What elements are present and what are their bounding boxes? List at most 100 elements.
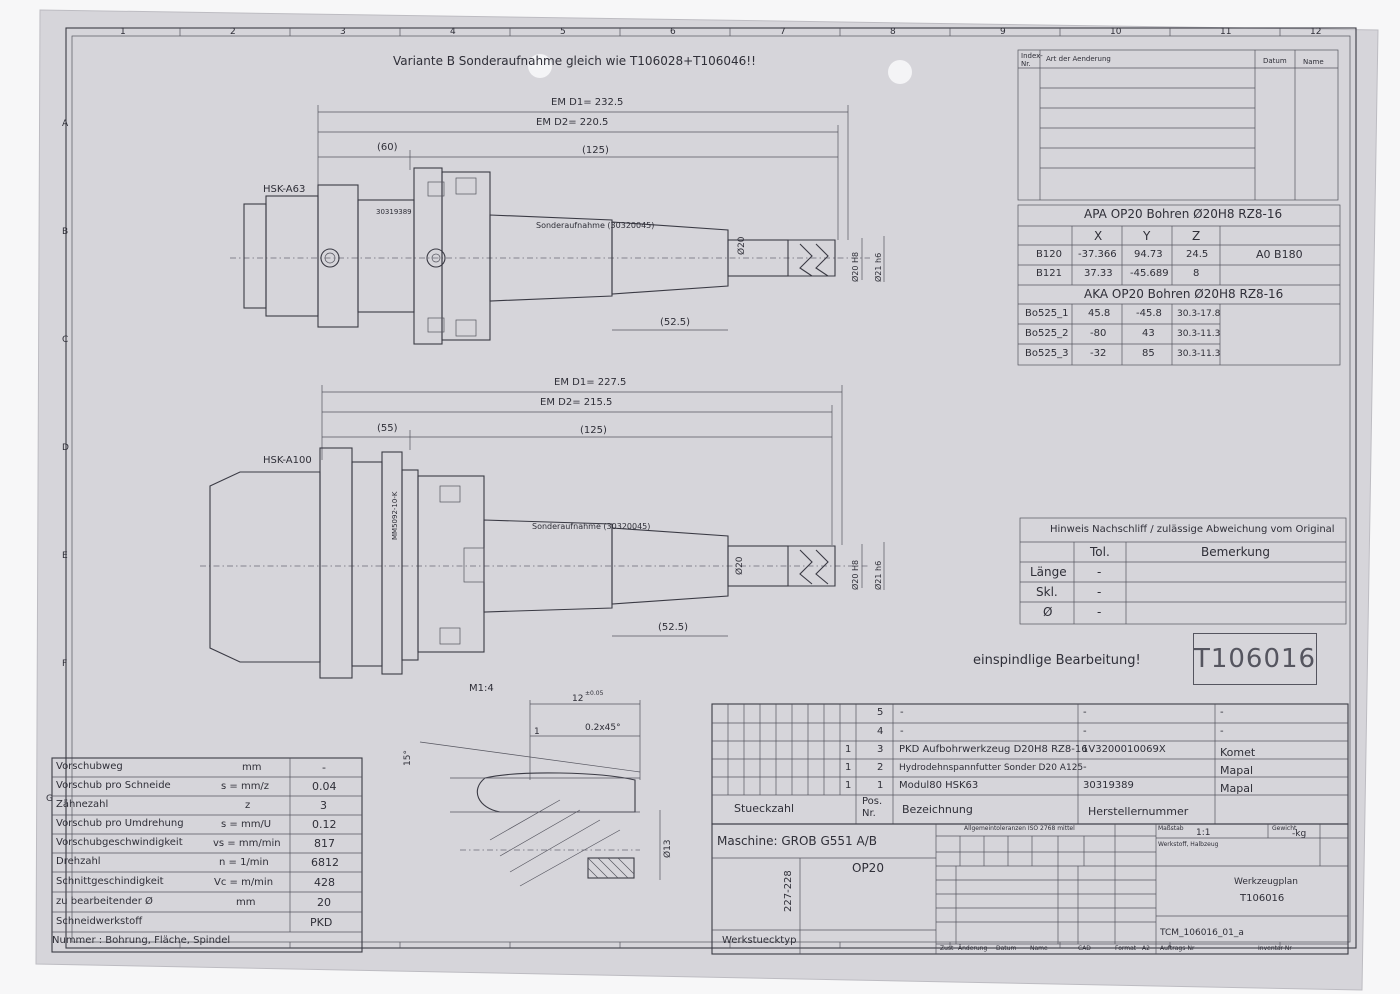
apa-row-z: 24.5 (1186, 249, 1209, 260)
bottom-label: Name (1030, 945, 1048, 952)
dimension-a: (55) (377, 423, 398, 434)
apa-row-y: 94.73 (1134, 249, 1163, 260)
parts-desc: - (900, 707, 904, 718)
bottom-label: Änderung (958, 945, 988, 952)
parts-supplier: - (1220, 707, 1224, 718)
cutting-value: 6812 (311, 856, 339, 869)
border-number: 1 (120, 27, 126, 37)
apa-header-z: Z (1192, 229, 1201, 243)
inner-frame (71, 35, 1351, 943)
bottom-label: Format (1115, 945, 1137, 952)
punch-hole (528, 54, 552, 78)
cutting-formula: n = 1/min (219, 857, 269, 868)
diameter-outer-label: Ø21 h6 (874, 560, 883, 590)
cutting-label: Nummer : Bohrung, Fläche, Spindel (52, 935, 231, 946)
apa-row-name: B120 (1036, 249, 1062, 260)
parts-mfr-no: - (1083, 726, 1087, 737)
parts-pos: 4 (877, 726, 884, 737)
cutting-label: Drehzahl (56, 856, 101, 867)
parts-supplier: Mapal (1220, 764, 1254, 777)
apa-row-name: B121 (1036, 268, 1062, 279)
border-number: 5 (560, 27, 566, 37)
cutting-label: Vorschubweg (56, 761, 123, 772)
holder-label: HSK-A63 (263, 184, 306, 195)
aka-row-z: 30.3-11.3 (1177, 349, 1221, 359)
adapter-label: Sonderaufnahme (30320045) (532, 522, 651, 531)
scale-value: 1:1 (1196, 828, 1211, 838)
regrind-row-tol: - (1097, 585, 1102, 599)
workpiece-label: Werkstuecktyp (722, 935, 797, 946)
machine-label: Maschine: GROB G551 A/B (717, 834, 877, 848)
dimension-b: (125) (582, 145, 609, 156)
detail-chamfer: 0.2x45° (585, 723, 621, 733)
parts-pos: 1 (877, 780, 884, 791)
cad-number: TCM_106016_01_a (1160, 928, 1244, 938)
em-d1-dimension: EM D1= 232.5 (551, 97, 624, 108)
cutting-label: Zähnezahl (56, 799, 109, 810)
parts-supplier: Mapal (1220, 782, 1254, 795)
border-number: 4 (450, 27, 456, 37)
apa-row-extra: A0 B180 (1256, 248, 1303, 261)
parts-qty-label: Stueckzahl (734, 802, 794, 815)
regrind-header-tol: Tol. (1090, 545, 1110, 559)
parts-desc: Modul80 HSK63 (899, 780, 979, 791)
cutting-value: PKD (310, 916, 333, 929)
dimension-c: (52.5) (660, 317, 691, 328)
cutting-formula: mm (242, 762, 262, 773)
parts-mfr-label: Herstellernummer (1088, 805, 1189, 818)
regrind-row-label: Länge (1030, 565, 1067, 579)
border-number: 10 (1110, 27, 1122, 37)
cutting-label: Schneidwerkstoff (56, 916, 143, 927)
border-letter: B (62, 227, 69, 237)
cutting-formula: z (245, 800, 251, 811)
bottom-label: Auftrags-Nr (1160, 945, 1195, 952)
part-number: 30319389 (376, 208, 412, 216)
cutting-label: Schnittgeschindigkeit (56, 876, 164, 887)
parts-qty: 1 (845, 762, 852, 773)
border-letter: F (62, 659, 68, 669)
regrind-title: Hinweis Nachschliff / zulässige Abweichu… (1050, 524, 1335, 535)
apa-row-z: 8 (1193, 268, 1200, 279)
parts-mfr-no: - (1083, 762, 1087, 773)
detail-length-tolerance: ±0.05 (585, 690, 604, 697)
weight-label: Gewicht (1272, 825, 1297, 832)
cutting-value: - (322, 761, 326, 774)
tool-view-2 (200, 385, 885, 679)
border-number: 7 (780, 27, 786, 37)
revision-change-label: Art der Aenderung (1046, 55, 1111, 63)
detail-scale: M1:4 (469, 683, 494, 694)
cutting-value: 817 (314, 837, 335, 850)
border-letter: C (62, 335, 69, 345)
em-d1-dimension: EM D1= 227.5 (554, 377, 627, 388)
cutting-value: 0.12 (312, 818, 337, 831)
aka-row-y: -45.8 (1136, 308, 1162, 319)
diameter-label: Ø20 (735, 556, 745, 575)
cutting-data-table (51, 757, 363, 953)
bottom-label: CAD (1078, 945, 1091, 952)
border-number: 12 (1310, 27, 1322, 37)
cutting-label: Vorschubgeschwindigkeit (56, 837, 183, 848)
regrind-row-tol: - (1097, 565, 1102, 579)
parts-pos: 5 (877, 707, 884, 718)
revision-name-label: Name (1303, 58, 1324, 66)
regrind-row-tol: - (1097, 605, 1102, 619)
cutting-value: 0.04 (312, 780, 337, 793)
dimension-b: (125) (580, 425, 607, 436)
apa-header-x: X (1094, 229, 1103, 243)
parts-pos: 3 (877, 744, 884, 755)
diameter-tolerance-label: Ø20 H8 (851, 251, 860, 282)
regrind-row-label: Skl. (1036, 585, 1058, 599)
cutting-label: Vorschub pro Umdrehung (56, 818, 184, 829)
border-letter: E (62, 551, 68, 561)
diameter-label: Ø20 (737, 236, 747, 255)
parts-desc: PKD Aufbohrwerkzeug D20H8 RZ8-16 (899, 744, 1088, 755)
aka-title: AKA OP20 Bohren Ø20H8 RZ8-16 (1084, 287, 1284, 301)
regrind-table (1019, 517, 1347, 625)
aka-row-x: -32 (1090, 348, 1107, 359)
border-letter: G (46, 794, 53, 804)
outer-frame (65, 27, 1357, 949)
cutting-formula: s = mm/z (221, 781, 270, 792)
material-label: Werkstoff, Halbzeug (1158, 841, 1219, 848)
